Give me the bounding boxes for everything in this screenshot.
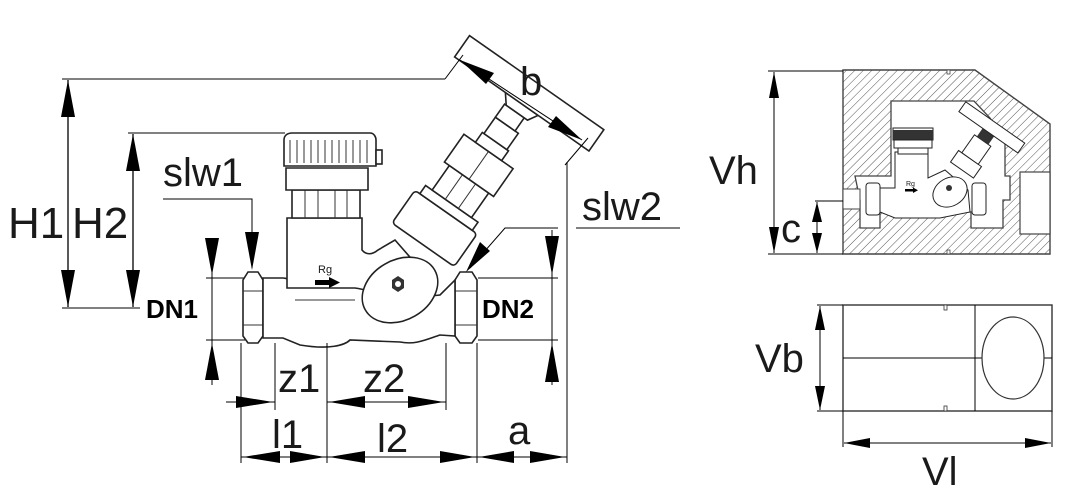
h2-dimension: [126, 134, 140, 307]
h1-label: H1: [8, 199, 64, 248]
mini-valve: Rg: [865, 101, 1026, 219]
vh-label: Vh: [709, 149, 758, 193]
b-label: b: [520, 60, 542, 104]
presetting-cap: [283, 132, 377, 167]
flow-direction-arrow-icon: [315, 277, 340, 288]
mini-rg-marking: Rg: [906, 181, 915, 188]
knurl-grip-lines: [289, 140, 368, 163]
insulation-top-view: Vb Vl: [755, 304, 1053, 494]
valve-body: Rg: [242, 34, 605, 348]
dn2-label: DN2: [482, 294, 534, 324]
dn1-dimension: [205, 238, 245, 385]
z2-label: z2: [363, 357, 405, 401]
slw2-label: slw2: [582, 185, 662, 229]
z1-label: z1: [278, 357, 320, 401]
l1-dimension: [241, 451, 327, 463]
l2-dimension: [327, 451, 477, 463]
dn2-dimension: [478, 230, 559, 385]
b-dimension: [444, 54, 589, 166]
slw1-label: slw1: [163, 151, 243, 195]
z1-dimension: [226, 396, 275, 408]
vl-dimension: [844, 438, 1051, 448]
vl-label: Vl: [922, 450, 958, 494]
main-valve-view: H1 H2 slw1 DN1: [8, 34, 680, 463]
z2-dimension: [327, 396, 446, 408]
l1-label: l1: [272, 413, 303, 457]
a-label: a: [508, 409, 531, 453]
manufacturer-logo-icon: [392, 276, 404, 292]
vb-dimension: [815, 306, 825, 410]
c-dimension: [812, 202, 822, 253]
dn1-label: DN1: [146, 294, 198, 324]
vh-dimension: [769, 72, 779, 253]
oblique-spindle: [392, 34, 605, 266]
rg-marking: Rg: [318, 264, 332, 276]
slw2-leader: [466, 227, 558, 272]
slw1-leader: [163, 198, 259, 270]
c-label: c: [781, 207, 801, 251]
h1-dimension: [61, 80, 75, 307]
l2-label: l2: [377, 417, 408, 461]
vb-label: Vb: [755, 337, 804, 381]
insulation-side-view: Rg Vh c: [709, 69, 1051, 255]
h2-label: H2: [72, 199, 128, 248]
a-dimension: [477, 451, 567, 463]
